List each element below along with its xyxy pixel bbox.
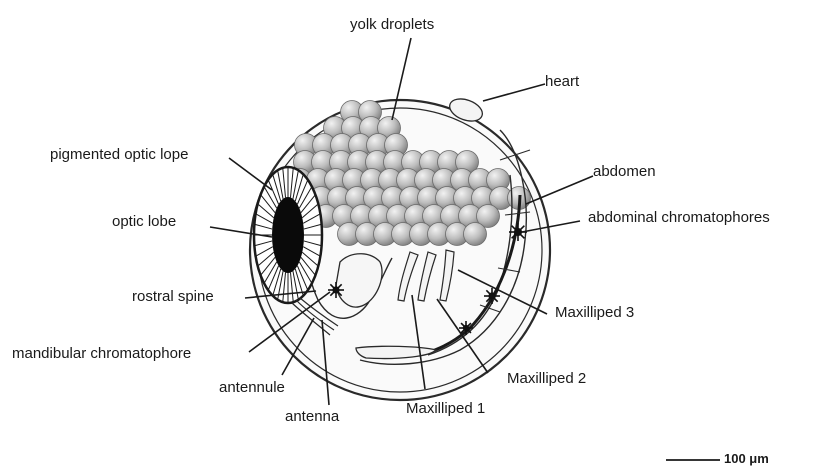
pigmented-optic-lope-shape [272, 197, 304, 273]
label-pigmented-optic-lope: pigmented optic lope [50, 146, 188, 164]
label-optic-lobe: optic lobe [112, 213, 176, 231]
label-rostral-spine: rostral spine [132, 288, 214, 306]
label-antennule: antennule [219, 379, 285, 397]
label-antenna: antenna [285, 408, 339, 426]
yolk-droplet [464, 223, 487, 246]
label-maxilliped-3: Maxilliped 3 [555, 304, 634, 322]
label-mandibular-chromatophore: mandibular chromatophore [12, 345, 191, 363]
label-maxilliped-2: Maxilliped 2 [507, 370, 586, 388]
label-abdomen: abdomen [593, 163, 656, 181]
label-abdominal-chromatophores: abdominal chromatophores [588, 209, 770, 227]
label-yolk-droplets: yolk droplets [350, 16, 434, 34]
label-heart: heart [545, 73, 579, 91]
chromatophore [328, 282, 344, 298]
label-maxilliped-1: Maxilliped 1 [406, 400, 485, 418]
scale-bar-label: 100 μm [724, 451, 769, 466]
